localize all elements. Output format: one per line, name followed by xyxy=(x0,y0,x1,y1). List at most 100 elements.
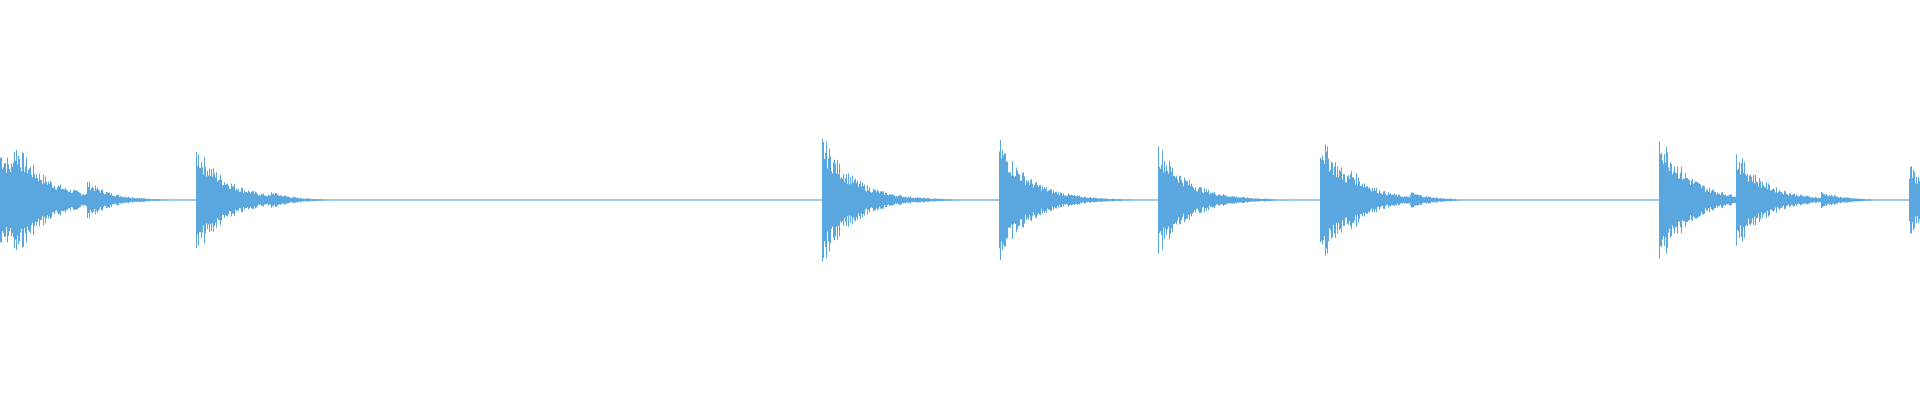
waveform-sample xyxy=(1663,163,1664,237)
waveform-sample xyxy=(1352,177,1353,223)
waveform-sample xyxy=(473,199,474,201)
waveform-sample xyxy=(1268,198,1269,202)
waveform-sample xyxy=(415,199,416,201)
waveform-sample xyxy=(1692,178,1693,222)
waveform-sample xyxy=(1146,199,1147,201)
waveform-sample xyxy=(52,187,53,213)
waveform-sample xyxy=(253,191,254,209)
waveform-sample xyxy=(592,199,593,201)
waveform-sample xyxy=(66,190,67,210)
waveform-sample xyxy=(1191,183,1192,217)
waveform-sample xyxy=(749,199,750,201)
waveform-sample xyxy=(586,199,587,201)
waveform-sample xyxy=(1342,179,1343,221)
waveform-sample xyxy=(55,189,56,211)
waveform-sample xyxy=(754,199,755,201)
waveform-sample xyxy=(307,198,308,202)
waveform-sample xyxy=(463,199,464,201)
waveform-sample xyxy=(107,192,108,208)
waveform-sample xyxy=(1851,198,1852,202)
waveform-sample xyxy=(217,181,218,219)
waveform-sample xyxy=(306,198,307,202)
waveform-sample xyxy=(840,178,841,222)
waveform-sample xyxy=(114,196,115,204)
waveform-sample xyxy=(1138,199,1139,201)
waveform-sample xyxy=(854,179,855,221)
waveform-sample xyxy=(1647,199,1648,201)
waveform-sample xyxy=(1279,199,1280,201)
waveform-sample xyxy=(1084,196,1085,204)
waveform-sample xyxy=(304,198,305,202)
waveform-sample xyxy=(488,199,489,201)
waveform-sample xyxy=(1204,188,1205,212)
waveform-sample xyxy=(1334,166,1335,234)
waveform-sample xyxy=(416,199,417,201)
waveform-sample xyxy=(1115,199,1116,201)
waveform-sample xyxy=(1491,199,1492,201)
waveform-sample xyxy=(1771,190,1772,210)
waveform-sample xyxy=(750,199,751,201)
waveform-sample xyxy=(877,189,878,211)
waveform-sample xyxy=(144,198,145,202)
waveform-sample xyxy=(697,199,698,201)
waveform-sample xyxy=(678,199,679,201)
waveform-sample xyxy=(1747,173,1748,226)
waveform-sample xyxy=(786,199,787,201)
waveform-sample xyxy=(228,185,229,215)
waveform-sample xyxy=(284,195,285,205)
waveform-sample xyxy=(1075,196,1076,204)
waveform-sample xyxy=(517,199,518,201)
waveform-sample xyxy=(601,199,602,201)
waveform-sample xyxy=(810,199,811,201)
waveform-sample xyxy=(380,199,381,201)
waveform-sample xyxy=(157,199,158,201)
waveform-sample xyxy=(1721,192,1722,208)
waveform-sample xyxy=(1260,198,1261,201)
waveform-sample xyxy=(490,199,491,201)
waveform-sample xyxy=(626,199,627,201)
waveform-sample xyxy=(393,199,394,201)
waveform-sample xyxy=(1144,199,1145,201)
waveform-sample xyxy=(425,199,426,201)
waveform-sample xyxy=(866,191,867,209)
waveform-sample xyxy=(743,199,744,201)
waveform-sample xyxy=(1543,199,1544,201)
waveform-sample xyxy=(1854,198,1855,202)
waveform-sample xyxy=(1164,160,1165,239)
waveform-sample xyxy=(323,199,324,201)
waveform-sample xyxy=(1898,199,1899,201)
waveform-sample xyxy=(1661,153,1662,247)
waveform-sample xyxy=(585,199,586,201)
waveform-sample xyxy=(358,199,359,201)
waveform-sample xyxy=(1350,174,1351,226)
waveform-sample xyxy=(229,188,230,212)
waveform-sample xyxy=(1705,191,1706,209)
waveform-sample xyxy=(356,199,357,201)
waveform-sample xyxy=(337,199,338,201)
waveform-sample xyxy=(890,194,891,206)
waveform-sample xyxy=(18,155,19,245)
waveform-sample xyxy=(1417,194,1418,206)
waveform-sample xyxy=(47,184,48,216)
waveform-sample xyxy=(869,187,870,213)
waveform-sample xyxy=(247,192,248,208)
waveform-sample xyxy=(1581,199,1582,201)
waveform-sample xyxy=(1381,193,1382,207)
waveform-sample xyxy=(1326,151,1327,249)
waveform-sample xyxy=(1757,182,1758,218)
waveform-sample xyxy=(1728,195,1729,205)
waveform-sample xyxy=(752,199,753,201)
waveform-sample xyxy=(1746,175,1747,225)
waveform-sample xyxy=(1442,198,1443,202)
waveform-sample xyxy=(1745,173,1746,227)
waveform-sample xyxy=(1214,192,1215,209)
waveform-sample xyxy=(1617,199,1618,201)
waveform-sample xyxy=(1207,192,1208,208)
waveform-sample xyxy=(1359,181,1360,219)
waveform-sample xyxy=(612,199,613,201)
waveform-sample xyxy=(1632,199,1633,201)
waveform-sample xyxy=(301,198,302,202)
waveform-sample xyxy=(1796,194,1797,206)
waveform-sample xyxy=(115,196,116,204)
